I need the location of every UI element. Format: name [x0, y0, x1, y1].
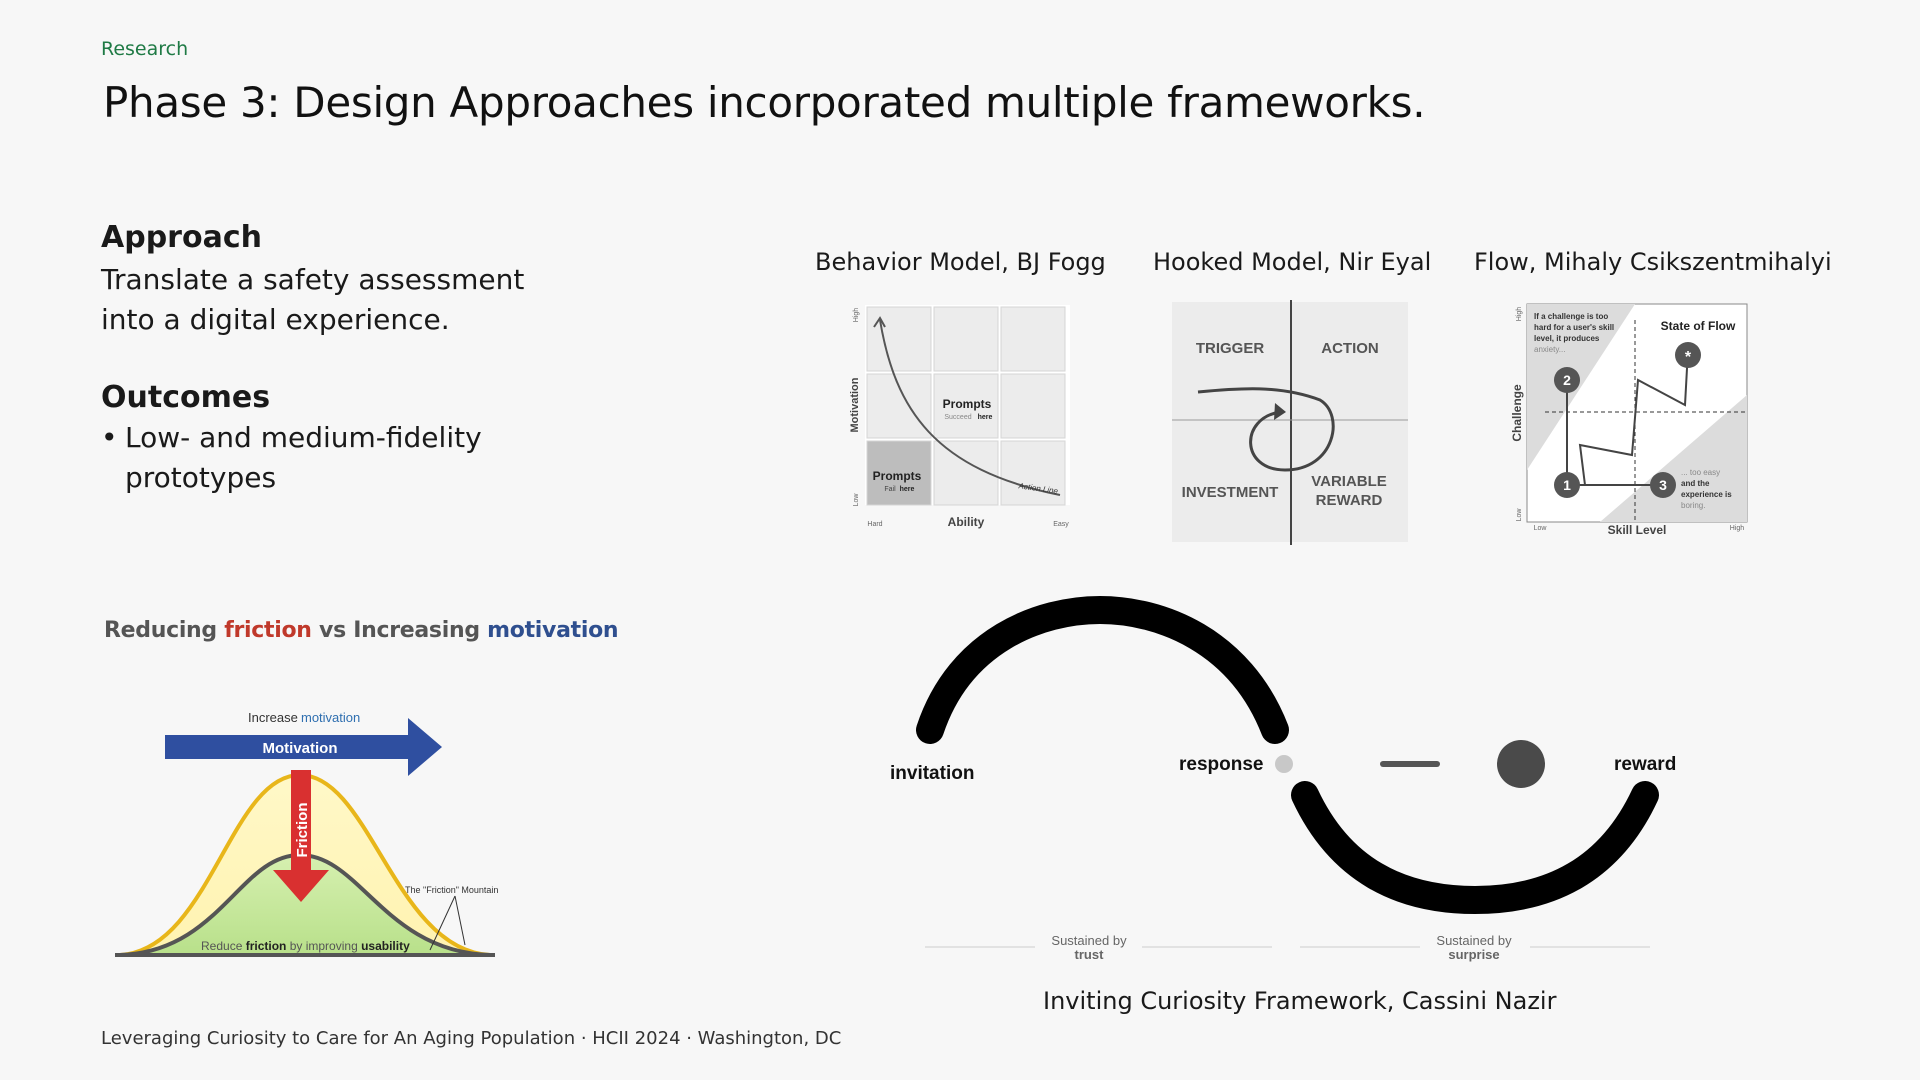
reduce-mid: by improving — [286, 939, 361, 953]
sustained-surprise: surprise — [1448, 947, 1499, 962]
response-dot — [1275, 755, 1293, 773]
motivation-arrow — [165, 718, 442, 776]
invitation-arc — [916, 595, 1289, 744]
flow-anxiety-zone — [1527, 304, 1635, 470]
reward-dot — [1497, 740, 1545, 788]
approach-heading: Approach — [101, 220, 262, 255]
fogg-grid — [866, 306, 1066, 506]
flow-boredom-zone — [1600, 395, 1747, 522]
fogg-behavior-diagram: Motivation High Low Ability Hard Easy Pr… — [849, 305, 1070, 529]
flow-y-low: Low — [1516, 508, 1523, 522]
hooked-loop-arrowhead — [1274, 403, 1286, 420]
flow-label-2: 2 — [1563, 372, 1571, 388]
flow-state-label: State of Flow — [1661, 319, 1736, 333]
motivation-arrow-label: Motivation — [263, 740, 338, 757]
outcomes-list: Low- and medium-fidelity prototypes — [101, 418, 561, 498]
flow-label-1: 1 — [1563, 477, 1571, 493]
friction-arrow-label: Friction — [294, 803, 311, 858]
outcomes-heading: Outcomes — [101, 380, 271, 415]
fogg-x-axis: Ability — [948, 515, 985, 529]
sustained-surprise-pre: Sustained by — [1436, 933, 1512, 948]
flow-marker-star — [1675, 342, 1701, 368]
flow-x-low: Low — [1534, 525, 1548, 532]
mountain-pointer-2 — [454, 895, 466, 946]
reward-label: reward — [1614, 754, 1676, 775]
page-title: Phase 3: Design Approaches incorporated … — [103, 78, 1426, 127]
fogg-y-high: High — [853, 308, 860, 323]
section-tag: Research — [101, 38, 189, 60]
flow-anxiety-3: level, it produces — [1534, 334, 1600, 343]
fogg-prompts-fail-title: Prompts — [873, 469, 922, 483]
hooked-investment: INVESTMENT — [1182, 484, 1279, 501]
hooked-variable: VARIABLE — [1311, 473, 1387, 490]
mountain-pointer-1 — [429, 895, 456, 951]
friction-mountain-label: The "Friction" Mountain — [405, 885, 498, 895]
flow-anxiety-2: hard for a user's skill — [1534, 323, 1614, 332]
fogg-y-low: Low — [853, 493, 860, 507]
fogg-prompts-fail-sub: Fail — [884, 486, 896, 493]
approach-text: Translate a safety assessment into a dig… — [101, 263, 525, 336]
invitation-label: invitation — [890, 763, 974, 784]
friction-arrow-shaft — [291, 770, 311, 875]
hooked-reward: REWARD — [1316, 492, 1383, 509]
increase-motivation-pre: Increase — [248, 710, 298, 725]
fogg-label: Behavior Model, BJ Fogg — [815, 248, 1106, 276]
friction-heading: Reducing friction vs Increasing motivati… — [104, 618, 619, 643]
response-label: response — [1179, 754, 1263, 775]
flow-marker-2 — [1554, 367, 1580, 393]
curiosity-caption: Inviting Curiosity Framework, Cassini Na… — [1043, 987, 1557, 1015]
flow-anxiety-4: anxiety... — [1534, 345, 1565, 354]
flow-boring-1: ... too easy — [1681, 468, 1720, 477]
friction-arrow-head — [273, 870, 329, 902]
friction-heading-blue: motivation — [487, 618, 619, 643]
fogg-prompts-succeed-title: Prompts — [943, 397, 992, 411]
hooked-model-diagram: TRIGGER ACTION INVESTMENT VARIABLE REWAR… — [1172, 300, 1408, 545]
fogg-prompts-succeed-here: here — [978, 414, 993, 421]
hooked-loop — [1197, 387, 1335, 472]
reduce-pre: Reduce — [201, 939, 246, 953]
flow-label-3: 3 — [1659, 477, 1667, 493]
increase-motivation-word: motivation — [301, 710, 360, 725]
flow-anxiety-1: If a challenge is too — [1534, 312, 1608, 321]
fogg-y-axis: Motivation — [849, 377, 861, 432]
flow-boring-2: and the — [1681, 479, 1710, 488]
reduce-usability-word: usability — [361, 939, 410, 953]
flow-y-axis: Challenge — [1510, 384, 1524, 442]
outcome-item: Low- and medium-fidelity prototypes — [101, 418, 561, 498]
friction-heading-red: friction — [224, 618, 312, 643]
hooked-action: ACTION — [1321, 340, 1379, 357]
flow-x-axis: Skill Level — [1608, 523, 1667, 537]
fogg-x-low: Hard — [867, 521, 882, 528]
fogg-x-high: Easy — [1053, 521, 1069, 528]
fogg-prompts-succeed-sub: Succeed — [944, 414, 971, 421]
flow-boring-4: boring. — [1681, 501, 1705, 510]
sustained-trust: trust — [1075, 947, 1105, 962]
flow-x-high: High — [1730, 525, 1745, 532]
sustained-trust-pre: Sustained by — [1051, 933, 1127, 948]
curiosity-framework-diagram: invitation response reward Sustained by … — [890, 595, 1676, 962]
flow-y-high: High — [1516, 307, 1523, 322]
fogg-action-curve — [879, 319, 1061, 496]
flow-marker-3 — [1650, 472, 1676, 498]
flow-star-label: * — [1685, 349, 1692, 366]
friction-heading-pre: Reducing — [104, 618, 225, 643]
fogg-arrowhead — [873, 316, 886, 328]
fogg-prompts-fail-here: here — [900, 486, 915, 493]
reward-arc — [1291, 781, 1659, 915]
friction-heading-mid: vs Increasing — [311, 618, 488, 643]
reduce-friction-word: friction — [246, 939, 287, 953]
flow-boring-3: experience is — [1681, 490, 1732, 499]
friction-mountain-diagram: Increase motivation Motivation Friction … — [115, 710, 498, 957]
flow-diagram: 2 1 3 * State of Flow If a challenge is … — [1510, 303, 1748, 537]
flow-marker-1 — [1554, 472, 1580, 498]
hooked-trigger: TRIGGER — [1196, 340, 1265, 357]
reduce-friction-label: Reduce friction by improving usability — [201, 939, 410, 953]
hooked-label: Hooked Model, Nir Eyal — [1153, 248, 1432, 276]
flow-label: Flow, Mihaly Csikszentmihalyi — [1474, 248, 1832, 276]
footer: Leveraging Curiosity to Care for An Agin… — [101, 1028, 842, 1049]
